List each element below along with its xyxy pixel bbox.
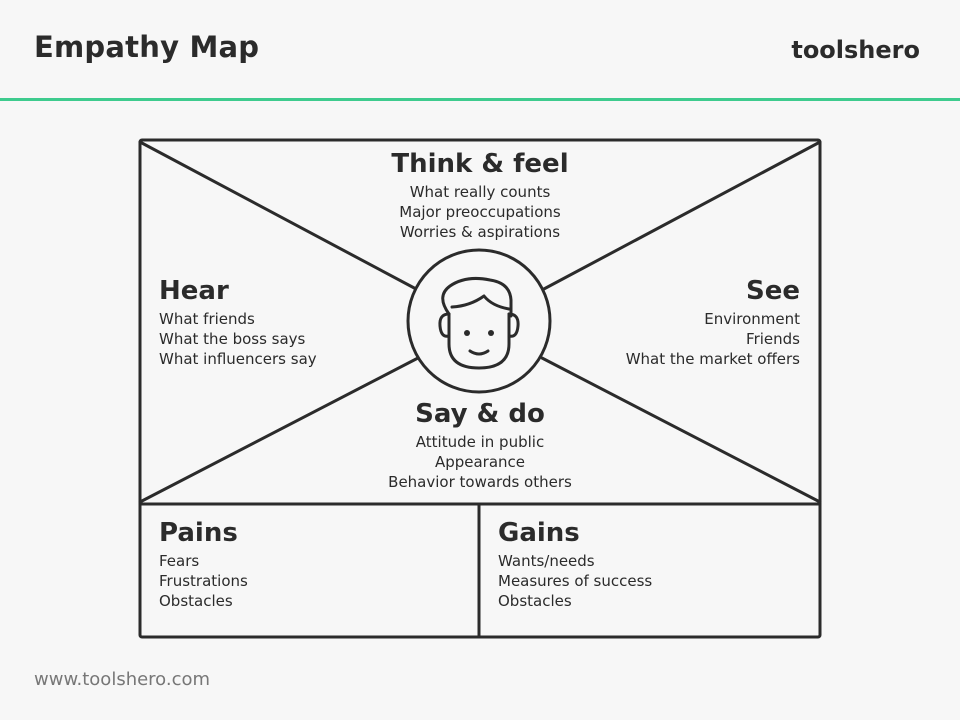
brand-logo: toolshero xyxy=(791,36,920,64)
pains-item: Obstacles xyxy=(159,592,233,610)
hear-item: What friends xyxy=(159,310,255,328)
header-divider xyxy=(0,98,960,101)
say-do-item: Attitude in public xyxy=(415,433,545,451)
footer-url[interactable]: www.toolshero.com xyxy=(34,669,211,690)
think-feel-item: What really counts xyxy=(409,183,551,201)
diagonal-top-left xyxy=(138,140,420,292)
hear-item: What influencers say xyxy=(159,350,317,368)
pains-item: Frustrations xyxy=(159,572,248,590)
see-item: What the market offers xyxy=(625,350,800,368)
say-do-heading: Say & do xyxy=(415,399,545,429)
pains-heading: Pains xyxy=(159,518,238,548)
say-do-section: Say & do Attitude in public Appearance B… xyxy=(330,399,630,492)
say-do-item: Behavior towards others xyxy=(388,473,572,491)
gains-heading: Gains xyxy=(498,518,580,548)
diagonal-top-right xyxy=(540,140,822,292)
think-feel-item: Worries & aspirations xyxy=(399,223,561,241)
diagonal-bottom-left xyxy=(138,356,420,504)
hear-heading: Hear xyxy=(159,276,229,306)
see-item: Friends xyxy=(746,330,800,348)
think-feel-item: Major preoccupations xyxy=(399,203,561,221)
hear-item: What the boss says xyxy=(159,330,306,348)
pains-item: Fears xyxy=(159,552,200,570)
see-heading: See xyxy=(746,276,800,306)
gains-section: Gains Wants/needs Measures of success Ob… xyxy=(498,518,798,611)
gains-item: Obstacles xyxy=(498,592,572,610)
hear-section: Hear What friends What the boss says Wha… xyxy=(159,276,399,369)
diagonal-bottom-right xyxy=(540,356,822,504)
pains-section: Pains Fears Frustrations Obstacles xyxy=(159,518,459,611)
gains-item: Measures of success xyxy=(498,572,653,590)
think-feel-heading: Think & feel xyxy=(391,149,569,179)
think-feel-section: Think & feel What really counts Major pr… xyxy=(330,149,630,242)
page-title: Empathy Map xyxy=(34,30,260,64)
center-circle xyxy=(406,248,552,394)
gains-item: Wants/needs xyxy=(498,552,595,570)
see-section: See Environment Friends What the market … xyxy=(560,276,800,369)
person-face-icon xyxy=(438,277,520,370)
see-item: Environment xyxy=(704,310,800,328)
say-do-item: Appearance xyxy=(434,453,526,471)
